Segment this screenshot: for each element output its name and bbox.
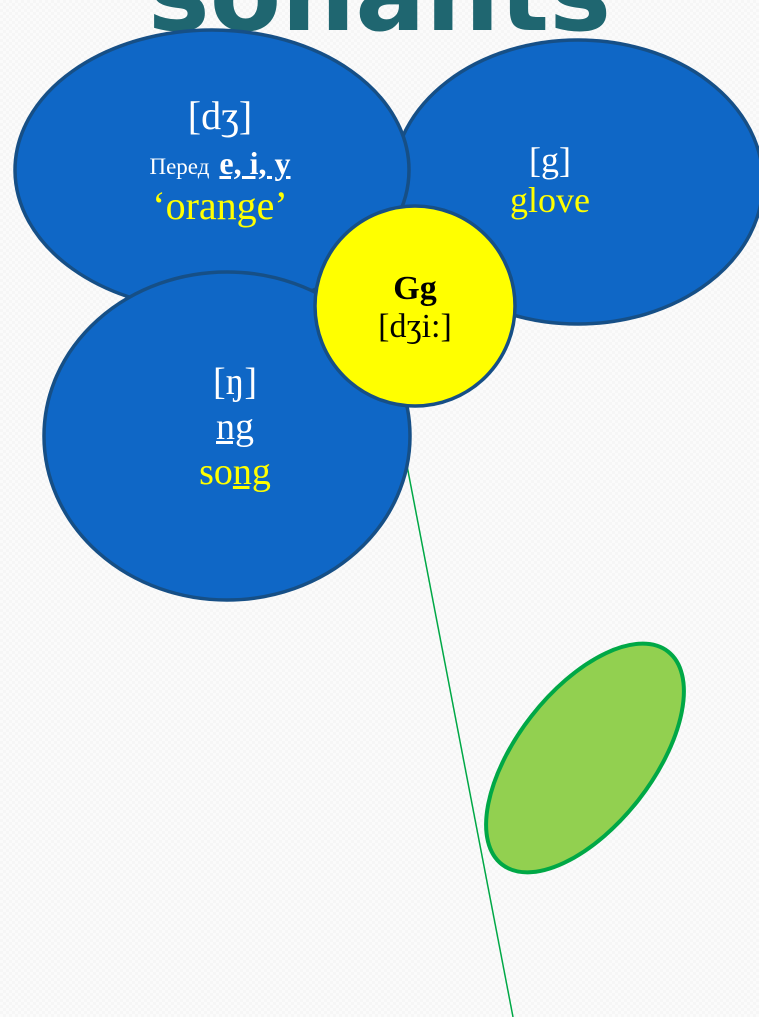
- petal-right-text: [g] glove: [470, 140, 630, 221]
- petal-bottom-spelling: ng: [216, 405, 254, 448]
- petal-right-example: glove: [510, 180, 590, 221]
- center-text: Gg [dʒi:]: [320, 270, 510, 346]
- petal-left-example: ‘orange’: [152, 182, 288, 228]
- center-transcription: [dʒi:]: [378, 308, 452, 346]
- petal-bottom-example: song: [135, 450, 335, 495]
- petal-right-sound: [g]: [529, 140, 571, 180]
- petal-left-rule-letters: e, i, y: [219, 144, 291, 181]
- petal-left-text: [dʒ] Перед e, i, y ‘orange’: [60, 93, 380, 228]
- flower-center: [313, 204, 517, 408]
- petal-left-rule-prefix: Перед: [149, 153, 210, 179]
- petal-bottom-example-prefix: so: [199, 450, 233, 493]
- petal-left-rule: Перед e, i, y: [60, 139, 380, 184]
- petal-bottom-text: [ŋ] ng song: [135, 360, 335, 494]
- leaf-shape: [484, 641, 686, 875]
- petal-bottom: [42, 270, 412, 602]
- petal-bottom-example-suffix: ng: [232, 450, 271, 493]
- petal-left-sound: [dʒ]: [187, 93, 253, 138]
- center-letter: Gg: [393, 270, 437, 307]
- petal-bottom-sound: [ŋ]: [212, 361, 258, 403]
- flower-stem: [403, 449, 514, 1017]
